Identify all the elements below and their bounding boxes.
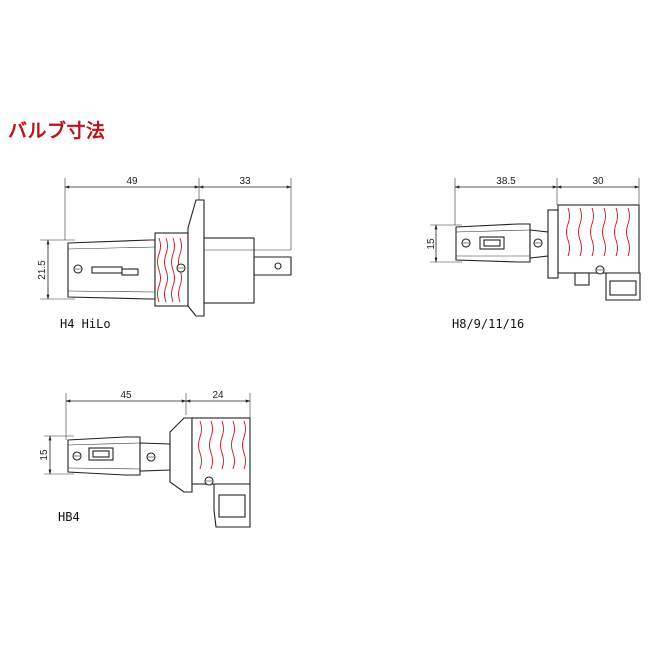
h8-label: H8/9/11/16 [452, 317, 524, 331]
hb4-height-value: 15 [39, 449, 50, 461]
h8-base-value: 30 [592, 176, 604, 187]
bulb-h8-drawing [430, 178, 641, 301]
h4-label: H4 HiLo [60, 317, 111, 331]
bulb-hb4-drawing [44, 393, 251, 528]
bulb-h4-drawing [40, 178, 292, 317]
hb4-label: HB4 [58, 510, 80, 524]
hb4-base-value: 24 [212, 390, 224, 401]
h8-length-value: 38.5 [496, 176, 516, 187]
h4-height-value: 21.5 [37, 260, 48, 280]
page-title: バルブ寸法 [8, 120, 106, 142]
hb4-length-value: 45 [120, 390, 132, 401]
h8-height-value: 15 [426, 238, 437, 250]
h4-base-value: 33 [239, 176, 251, 187]
h4-length-value: 49 [126, 176, 138, 187]
